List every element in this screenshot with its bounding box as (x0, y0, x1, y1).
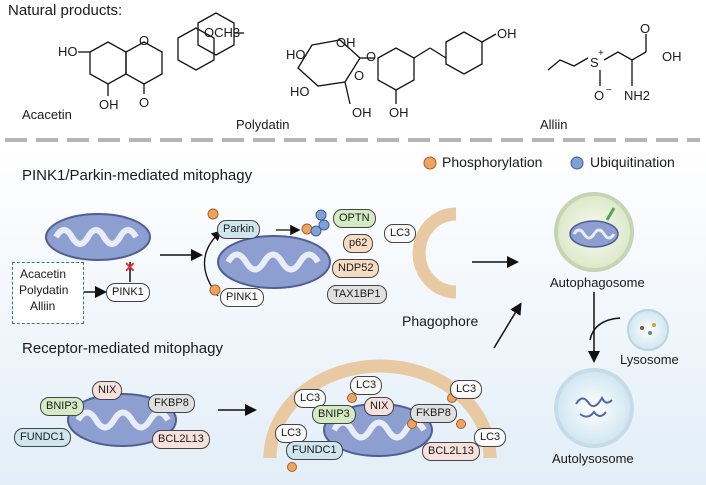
inhibition-mark: ✕ (124, 259, 136, 275)
alliin-name: Alliin (540, 117, 568, 132)
polydatin-atom-o-ring: O (354, 68, 365, 83)
parkin-label: Parkin (217, 220, 261, 239)
lysosome-label: Lysosome (620, 352, 679, 367)
inhibitor-polydatin: Polydatin (19, 283, 69, 297)
polydatin-structure (297, 31, 497, 105)
alliin-atom-oh: OH (662, 49, 682, 64)
alliin-atom-s: S (590, 55, 599, 70)
arrow-receptor-to-autophagosome (493, 302, 522, 349)
mitochondrion-left (45, 213, 151, 261)
receptor-fundc1: FUNDC1 (14, 428, 71, 447)
phagophore-arc-receptor (263, 359, 497, 459)
autolysosome-label: Autolysosome (552, 451, 634, 466)
bound-bnip3: BNIP3 (312, 405, 356, 424)
pink1-label: PINK1 (106, 283, 150, 302)
legend-phospho-dot (423, 156, 437, 170)
phospho-dot (209, 284, 221, 296)
lc3-label-3: LC3 (450, 380, 483, 399)
alliin-atom-charge-plus: + (598, 48, 604, 59)
lc3-label-1: LC3 (294, 389, 327, 408)
bound-nix: NIX (364, 397, 395, 416)
ubiquitin-chain (310, 209, 330, 237)
bound-bcl2l13: BCL2L13 (422, 442, 480, 461)
alliin-atom-charge-minus: − (606, 85, 612, 96)
alliin-structure (547, 34, 647, 86)
acacetin-atom-o-keto: O (139, 95, 150, 110)
inhibitor-alliin: Alliin (30, 299, 56, 313)
polydatin-atom-ho-2: HO (290, 84, 310, 99)
adaptor-tax1bp1: TAX1BP1 (327, 285, 387, 304)
inhibitor-acacetin: Acacetin (20, 267, 67, 281)
lc3-label-pink1: LC3 (384, 224, 417, 243)
polydatin-atom-ho-1: HO (286, 47, 306, 62)
fusion-arrow-stroke (589, 317, 621, 341)
legend-ubiq-dot (570, 156, 584, 170)
adaptor-ndp52: NDP52 (332, 259, 380, 278)
acacetin-atom-och3: OCH3 (204, 25, 241, 40)
adaptor-p62: p62 (343, 234, 374, 253)
autolysosome-vesicle (554, 368, 634, 448)
polydatin-atom-oh-4: OH (497, 26, 517, 41)
receptor-bcl2l13: BCL2L13 (152, 430, 210, 449)
pink1-section-title: PINK1/Parkin-mediated mitophagy (22, 167, 253, 184)
acacetin-atom-o-ring: O (139, 33, 150, 48)
receptor-bnip3: BNIP3 (40, 397, 84, 416)
autophagosome-label: Autophagosome (550, 275, 645, 290)
legend-ubiquitination: Ubiquitination (590, 154, 675, 170)
acacetin-structure (78, 12, 244, 96)
lc3-label-5: LC3 (474, 428, 507, 447)
autophagosome-vesicle (554, 192, 634, 272)
legend-phosphorylation: Phosphorylation (442, 154, 543, 170)
phospho-dot (301, 223, 313, 235)
bound-fkbp8: FKBP8 (410, 404, 457, 423)
bound-fundc1: FUNDC1 (286, 441, 343, 460)
phagophore-shape (412, 207, 457, 299)
natural-products-heading: Natural products: (8, 2, 123, 19)
acacetin-atom-oh: OH (99, 97, 119, 112)
polydatin-name: Polydatin (236, 117, 290, 132)
polydatin-atom-o-link: O (366, 49, 377, 64)
receptor-section-title: Receptor-mediated mitophagy (22, 340, 223, 357)
acacetin-atom-ho: HO (58, 44, 78, 59)
polydatin-atom-oh-1: OH (336, 35, 356, 50)
phospho-dot (207, 208, 219, 220)
acacetin-name: Acacetin (22, 107, 72, 122)
alliin-atom-o: O (594, 88, 605, 103)
mitochondrion-parkin (217, 235, 331, 289)
receptor-nix: NIX (92, 381, 123, 400)
receptor-fkbp8: FKBP8 (148, 394, 195, 413)
lysosome-vesicle (627, 309, 669, 351)
pink1-bound-label: PINK1 (220, 288, 264, 307)
inhibitor-box (12, 262, 84, 324)
phagophore-label: Phagophore (402, 313, 479, 329)
alliin-atom-nh2: NH2 (624, 88, 651, 103)
lc3-label-2: LC3 (350, 376, 383, 395)
adaptor-optn: OPTN (333, 209, 376, 228)
alliin-atom-o-keto: O (640, 21, 651, 36)
polydatin-atom-oh-2: OH (352, 105, 372, 120)
polydatin-atom-oh-3: OH (389, 105, 409, 120)
